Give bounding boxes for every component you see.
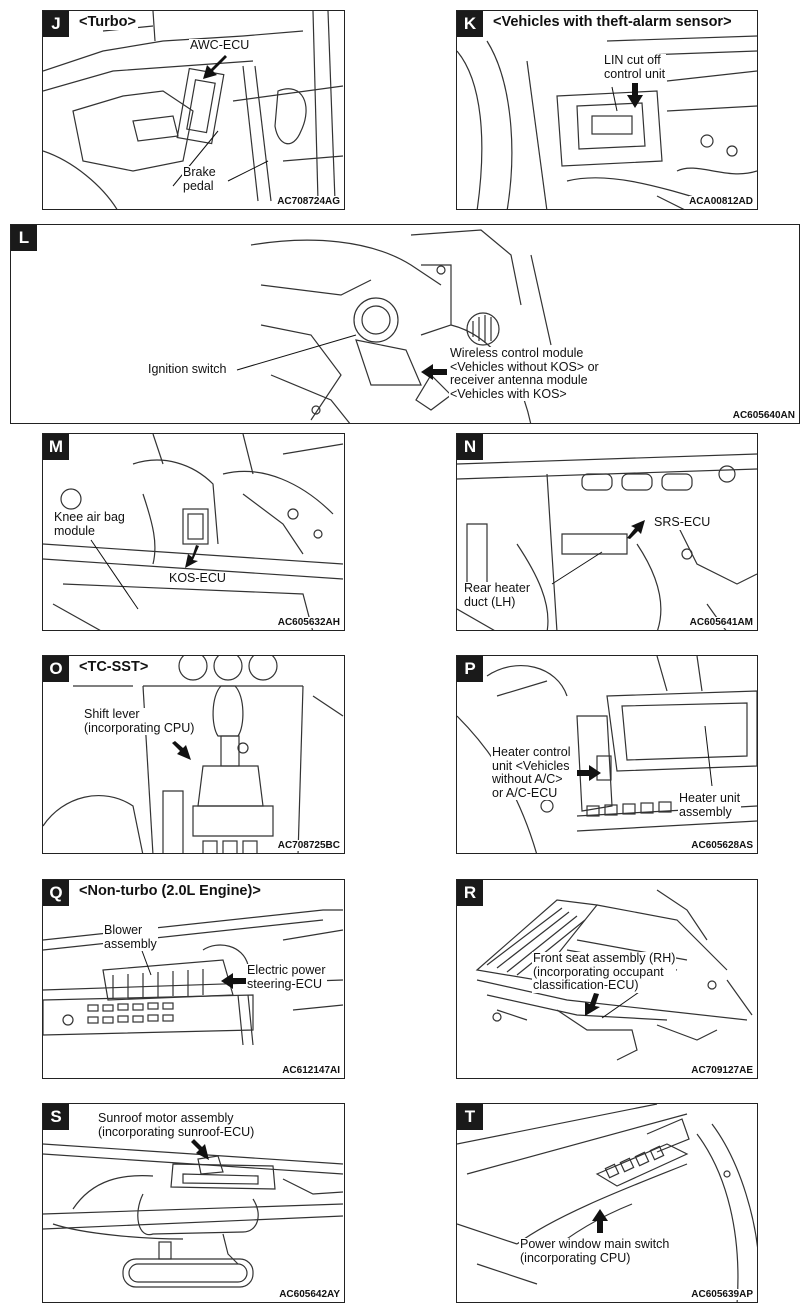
label-wireless-control-module: Wireless control module <Vehicles withou… <box>449 346 600 401</box>
panel-j: J <Turbo> AWC-ECU Brake pedal AC708724AG <box>42 10 345 210</box>
panel-letter: K <box>457 11 483 37</box>
label-power-window-main-switch: Power window main switch (incorporating … <box>519 1237 671 1265</box>
figure-code: AC605632AH <box>277 617 340 628</box>
figure-code: AC612147AI <box>282 1065 340 1076</box>
panel-letter: O <box>43 656 69 682</box>
panel-k: K <Vehicles with theft-alarm sensor> LIN… <box>456 10 758 210</box>
label-ignition-switch: Ignition switch <box>147 362 228 377</box>
figure-code: AC605642AY <box>279 1289 340 1300</box>
panel-m: M Knee air bag module KOS-ECU AC605632AH <box>42 433 345 631</box>
panel-title: <Non-turbo (2.0L Engine)> <box>77 883 263 899</box>
panel-letter: Q <box>43 880 69 906</box>
label-awc-ecu: AWC-ECU <box>189 38 251 53</box>
illustration-srs-ecu-location <box>457 453 757 630</box>
illustration-power-window-switch-location <box>457 1104 757 1302</box>
panel-letter: J <box>43 11 69 37</box>
panel-p: P Heater control unit <Vehicles without … <box>456 655 758 854</box>
label-knee-air-bag-module: Knee air bag module <box>53 510 126 538</box>
label-kos-ecu: KOS-ECU <box>168 571 227 586</box>
illustration-awc-ecu-location <box>43 11 344 209</box>
figure-code: AC605641AM <box>689 617 753 628</box>
label-electric-power-steering-ecu: Electric power steering-ECU <box>246 963 327 991</box>
panel-letter: R <box>457 880 483 906</box>
arrow-icon <box>203 55 227 79</box>
figure-code: AC605639AP <box>691 1289 753 1300</box>
panel-letter: T <box>457 1104 483 1130</box>
label-sunroof-motor-assembly: Sunroof motor assembly (incorporating su… <box>97 1111 256 1139</box>
arrow-icon <box>191 1139 209 1160</box>
figure-code: AC709127AE <box>691 1065 753 1076</box>
panel-r: R Front seat assembly (RH) (incorporatin… <box>456 879 758 1079</box>
panel-t: T Power window main switch (incorporatin… <box>456 1103 758 1303</box>
panel-letter: M <box>43 434 69 460</box>
figure-code: AC708724AG <box>277 196 340 207</box>
label-blower-assembly: Blower assembly <box>103 923 158 951</box>
arrow-icon <box>627 520 645 539</box>
illustration-sunroof-motor-location <box>43 1143 344 1288</box>
panel-title: <Turbo> <box>77 14 138 30</box>
arrow-icon <box>172 741 191 760</box>
figure-code: AC708725BC <box>277 840 340 851</box>
panel-title: <TC-SST> <box>77 659 151 675</box>
label-brake-pedal: Brake pedal <box>182 165 217 193</box>
label-heater-control-unit: Heater control unit <Vehicles without A/… <box>491 745 572 800</box>
panel-s: S Sunroof motor assembly (incorporating … <box>42 1103 345 1303</box>
figure-code: ACA00812AD <box>689 196 753 207</box>
panel-n: N SRS-ECU Rear heater duct (LH) AC605641… <box>456 433 758 631</box>
panel-title: <Vehicles with theft-alarm sensor> <box>491 14 734 30</box>
panel-q: Q <Non-turbo (2.0L Engine)> Blower assem… <box>42 879 345 1079</box>
illustration-ignition-switch-location <box>236 229 552 423</box>
panel-o: O <TC-SST> Shift lever (incorporating CP… <box>42 655 345 854</box>
label-lin-cut-off-control-unit: LIN cut off control unit <box>603 53 667 81</box>
arrow-icon <box>221 973 246 989</box>
label-srs-ecu: SRS-ECU <box>653 515 712 530</box>
illustration-shift-lever-location <box>43 656 344 853</box>
figure-code: AC605640AN <box>732 410 795 421</box>
arrow-icon <box>585 993 600 1016</box>
illustration-lin-cut-off-unit-location <box>457 35 757 209</box>
label-front-seat-assembly: Front seat assembly (RH) (incorporating … <box>532 951 677 993</box>
figure-code: AC605628AS <box>691 840 753 851</box>
label-heater-unit-assembly: Heater unit assembly <box>678 791 742 819</box>
arrow-icon <box>627 83 643 108</box>
arrow-icon <box>185 545 199 568</box>
arrow-icon <box>577 765 601 781</box>
label-shift-lever: Shift lever (incorporating CPU) <box>83 707 196 735</box>
panel-l: L Ignition switch Wireless control modul… <box>10 224 800 424</box>
arrow-icon <box>592 1209 608 1233</box>
panel-letter: P <box>457 656 483 682</box>
label-rear-heater-duct: Rear heater duct (LH) <box>463 581 532 609</box>
panel-letter: S <box>43 1104 69 1130</box>
arrow-icon <box>421 364 447 380</box>
panel-letter: L <box>11 225 37 251</box>
panel-letter: N <box>457 434 483 460</box>
